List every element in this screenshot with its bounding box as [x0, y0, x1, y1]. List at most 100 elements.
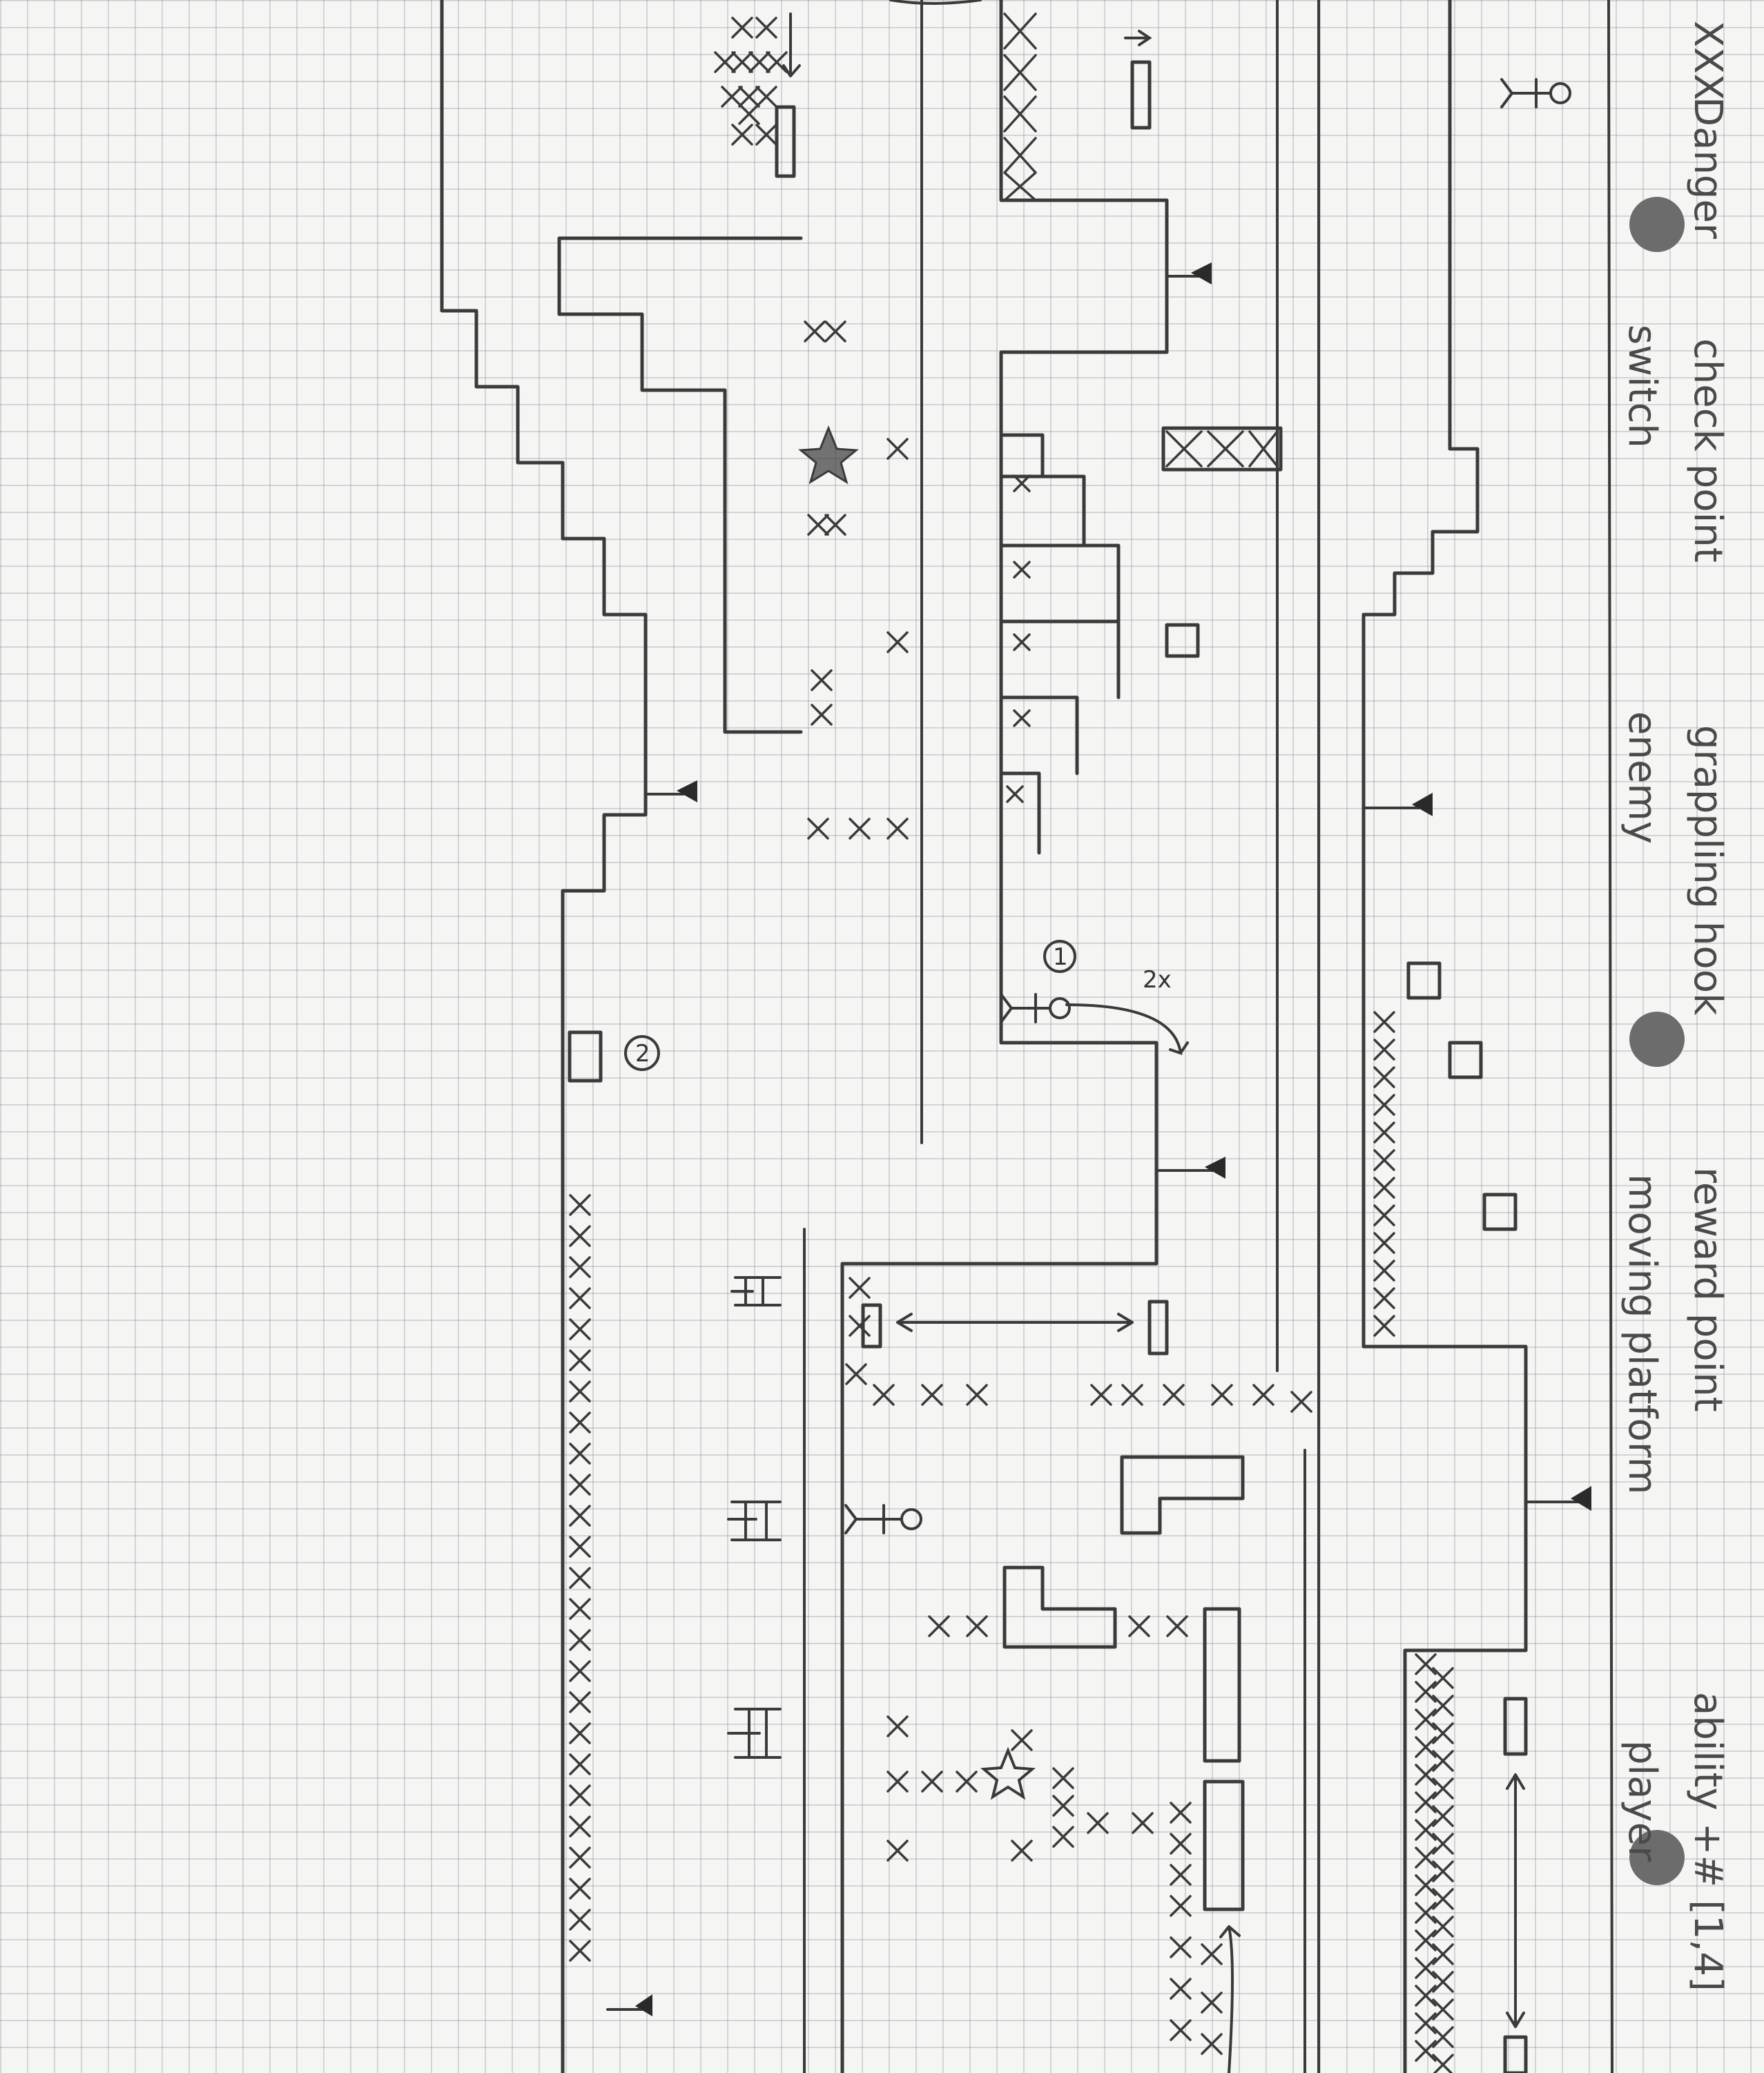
danger-x-mark	[967, 1385, 987, 1405]
legend-danger: XXX	[1685, 21, 1730, 100]
moving-platform-7	[570, 1032, 601, 1081]
moving-platform-arrow-top-2	[784, 14, 799, 76]
danger-x-mark	[846, 1365, 866, 1384]
danger-x-mark	[570, 1724, 590, 1743]
danger-x-mark	[1433, 1889, 1453, 1909]
danger-x-mark	[1171, 1979, 1190, 1998]
legend-enemy: enemy	[1620, 711, 1665, 844]
danger-x-mark	[1167, 1617, 1187, 1636]
danger-x-mark	[1171, 1896, 1190, 1916]
danger-x-mark	[1416, 1765, 1435, 1784]
danger-x-mark	[1416, 1737, 1435, 1757]
paper-margin-line	[1609, 0, 1612, 2073]
danger-x-mark	[570, 1195, 590, 1215]
danger-x-mark	[957, 1772, 976, 1791]
danger-x-mark	[874, 1385, 893, 1405]
danger-x-mark	[850, 819, 869, 838]
danger-x-mark	[1375, 1206, 1394, 1225]
danger-x-mark	[570, 1910, 590, 1929]
danger-x-mark	[1375, 1123, 1394, 1142]
danger-x-mark	[1123, 1385, 1142, 1405]
checkpoints	[608, 262, 1591, 2016]
danger-x-mark	[1014, 635, 1029, 650]
danger-x-mark	[715, 52, 735, 72]
binder-hole-1	[1629, 197, 1685, 252]
danger-x-mark	[739, 104, 759, 124]
danger-x-mark	[888, 1717, 907, 1736]
danger-x-mark	[1012, 1730, 1031, 1750]
legend-player: player	[1620, 1740, 1665, 1862]
danger-x-mark	[570, 1786, 590, 1805]
danger-x-mark	[1416, 2041, 1435, 2061]
bar-4	[1001, 621, 1118, 697]
danger-x-mark	[1054, 1827, 1073, 1847]
ability-marker-2: 2	[626, 1036, 659, 1070]
danger-x-mark	[1375, 1040, 1394, 1059]
danger-x-mark	[570, 1941, 590, 1960]
danger-x-mark	[767, 52, 786, 72]
danger-x-mark	[570, 1817, 590, 1836]
bar-1	[1001, 435, 1043, 476]
danger-x-mark	[570, 1444, 590, 1463]
danger-x-mark	[570, 1599, 590, 1619]
danger-x-mark	[570, 1351, 590, 1370]
bar-5	[1001, 697, 1077, 773]
danger-x-mark	[1416, 1931, 1435, 1950]
danger-x-mark	[888, 1772, 907, 1791]
danger-x-mark	[757, 18, 776, 37]
danger-x-mark	[826, 322, 845, 341]
danger-x-mark	[808, 819, 828, 838]
checkpoint-2	[646, 780, 697, 802]
players	[846, 79, 1570, 1533]
moving-platform-12	[1205, 1609, 1239, 1761]
danger-x-mark	[1375, 1012, 1394, 1032]
danger-x-mark	[733, 125, 752, 144]
danger-x-mark	[922, 1772, 942, 1791]
danger-x-mark	[757, 125, 776, 144]
moving-platform-3	[1167, 625, 1198, 656]
moving-platform-4	[1408, 963, 1440, 998]
danger-x-mark	[1375, 1178, 1394, 1197]
danger-x-mark	[1375, 1068, 1394, 1087]
danger-x-mark	[1202, 1945, 1221, 1964]
danger-x-mark	[1433, 1668, 1453, 1688]
danger-x-mark	[570, 1693, 590, 1712]
danger-x-mark	[1014, 562, 1029, 577]
moving-platform-arrow-2	[1507, 1775, 1524, 2027]
danger-x-mark	[570, 1568, 590, 1588]
reward-star-1	[801, 428, 856, 482]
danger-x-mark	[1133, 1813, 1152, 1833]
danger-x-mark	[570, 1755, 590, 1774]
danger-x-mark	[1092, 1385, 1111, 1405]
danger-x-mark	[1416, 1876, 1435, 1895]
danger-x-mark	[1433, 1834, 1453, 1853]
danger-x-mark	[888, 439, 907, 459]
checkpoint-4	[1156, 1157, 1225, 1179]
danger-x-mark	[570, 1257, 590, 1277]
top-edge-curve	[891, 0, 980, 3]
grappling-hook-1	[732, 1277, 780, 1305]
checkpoint-1	[1167, 262, 1212, 285]
danger-x-mark	[570, 1630, 590, 1650]
danger-x-mark	[1202, 2034, 1221, 2054]
ability-marker-1: 1	[1045, 941, 1075, 972]
danger-x-mark	[888, 819, 907, 838]
moving-platform-11	[1505, 2037, 1526, 2073]
danger-x-mark	[1416, 1903, 1435, 1922]
legend-ability: ability +# [1,4]	[1685, 1692, 1730, 1992]
danger-x-mark	[750, 52, 769, 72]
danger-x-mark	[1012, 1841, 1031, 1860]
danger-x-mark	[1416, 1682, 1435, 1701]
danger-x-mark	[1416, 1710, 1435, 1729]
danger-x-mark	[739, 87, 759, 106]
player-2	[1001, 994, 1069, 1022]
danger-x-mark	[850, 1278, 869, 1298]
level-guide-lines	[804, 0, 1319, 2073]
danger-x-mark	[570, 1848, 590, 1867]
danger-x-mark	[826, 515, 845, 534]
danger-x-mark	[1171, 1865, 1190, 1884]
danger-x-mark	[570, 1879, 590, 1898]
bar-3	[1001, 546, 1118, 621]
danger-x-mark	[922, 1385, 942, 1405]
